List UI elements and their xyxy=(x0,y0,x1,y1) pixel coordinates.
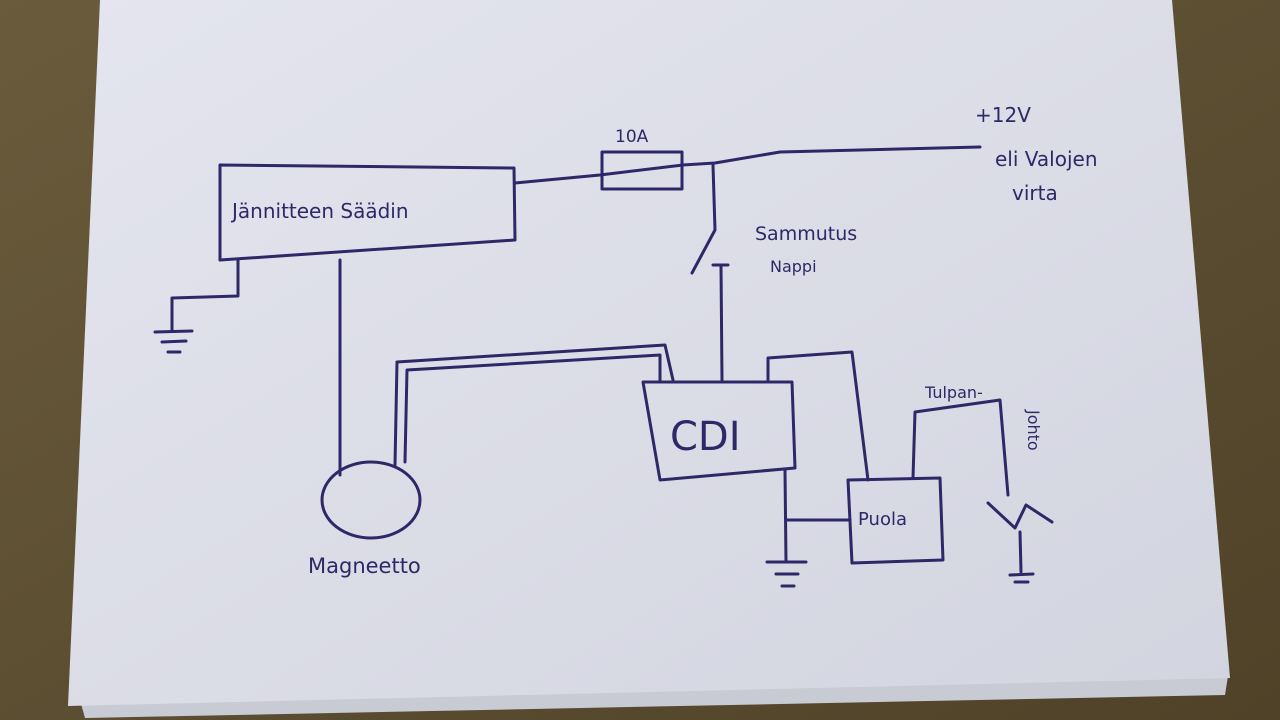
cdi-ground-wire xyxy=(783,468,852,564)
supply-label-2: eli Valojen xyxy=(995,147,1098,171)
ground-symbol-1 xyxy=(153,329,194,354)
kill-switch-contact xyxy=(711,263,730,382)
supply-label-1: +12V xyxy=(975,103,1031,127)
coil-box xyxy=(846,476,945,565)
regulator-ground-wire xyxy=(170,258,240,332)
cdi-label: CDI xyxy=(670,414,741,460)
switch-label-1: Sammutus xyxy=(755,223,857,245)
supply-wire xyxy=(513,145,982,185)
spark-gap-symbol xyxy=(986,501,1054,530)
ground-symbol-3 xyxy=(1008,530,1035,584)
cdi-coil-wire xyxy=(766,350,870,482)
cdi-box xyxy=(641,380,797,482)
regulator-box xyxy=(218,163,517,262)
supply-label-3: virta xyxy=(1012,181,1058,205)
ground-symbol-2 xyxy=(765,560,808,588)
paper-sheet-under xyxy=(80,676,1228,718)
fuse-symbol xyxy=(600,150,684,191)
spark-plug-lead xyxy=(911,398,1010,497)
magneto-symbol xyxy=(320,460,422,540)
magneto-wire-2 xyxy=(393,343,675,467)
magneto-label: Magneetto xyxy=(308,554,421,578)
coil-label: Puola xyxy=(858,509,907,530)
switch-label-2: Nappi xyxy=(770,257,817,276)
kill-switch-lever xyxy=(690,163,717,275)
spark-lead-label-1: Tulpan- xyxy=(924,383,983,402)
spark-lead-label-2: Johto xyxy=(1024,409,1043,451)
regulator-label: Jännitteen Säädin xyxy=(230,199,409,223)
fuse-label: 10A xyxy=(615,127,649,147)
circuit-drawing: Jännitteen Säädin 10A +12V eli Valojen v… xyxy=(153,103,1098,588)
paper-sheet xyxy=(68,0,1230,706)
